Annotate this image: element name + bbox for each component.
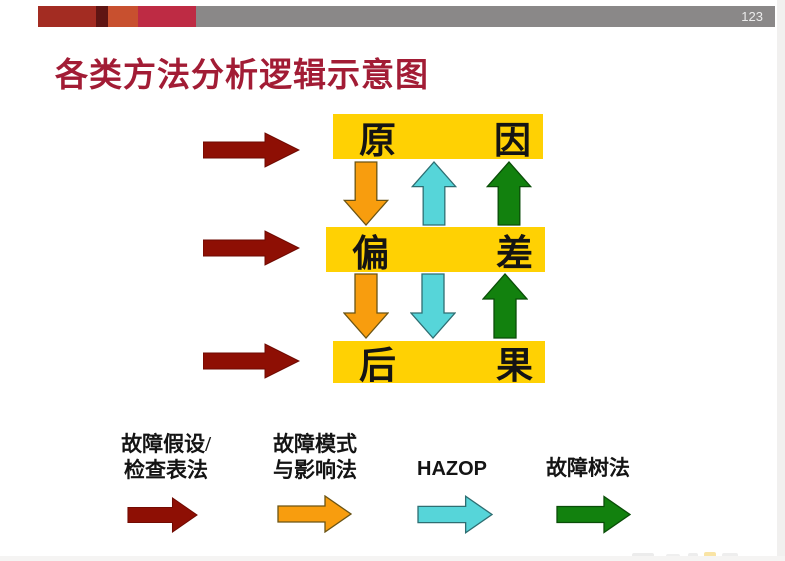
cause-box: 原 因 — [333, 114, 543, 162]
right-arrow-to-consequence-icon — [203, 343, 300, 379]
consequence-box-right-char: 果 — [496, 346, 533, 387]
legend-label-hazop: HAZOP — [417, 458, 487, 480]
header-bar: 123 — [38, 6, 775, 27]
legend-label-fault-tree: 故障树法 — [546, 456, 630, 480]
accent-square-2 — [96, 6, 108, 27]
legend-green-arrow-icon — [556, 495, 631, 534]
legend-label-fmea: 故障模式 与影响法 — [273, 432, 357, 482]
accent-square-3 — [108, 6, 138, 27]
orange-down-arrow-2-icon — [343, 273, 389, 339]
slide-title: 各类方法分析逻辑示意图 — [55, 58, 429, 94]
cause-box-left-char: 原 — [359, 120, 396, 162]
legend-cyan-arrow-icon — [417, 495, 493, 534]
consequence-box: 后 果 — [333, 341, 545, 387]
legend-label-what-if-checklist: 故障假设/ 检查表法 — [121, 432, 211, 482]
scan-edge-right — [777, 0, 785, 561]
right-arrow-to-cause-icon — [203, 132, 300, 168]
cyan-down-arrow-2-icon — [410, 273, 456, 339]
consequence-box-left-char: 后 — [359, 346, 396, 387]
accent-square-1 — [38, 6, 96, 27]
green-up-arrow-2-icon — [482, 273, 528, 339]
deviation-box-left-char: 偏 — [352, 233, 389, 275]
legend-orange-arrow-icon — [277, 495, 352, 533]
page-number: 123 — [741, 9, 763, 24]
green-up-arrow-1-icon — [486, 161, 532, 226]
legend-maroon-arrow-icon — [127, 497, 198, 533]
deviation-box: 偏 差 — [326, 227, 545, 275]
right-arrow-to-deviation-icon — [203, 230, 300, 266]
scan-edge-bottom — [0, 556, 785, 561]
cause-box-right-char: 因 — [494, 120, 531, 162]
orange-down-arrow-1-icon — [343, 161, 389, 226]
accent-square-4 — [138, 6, 196, 27]
deviation-box-right-char: 差 — [496, 233, 533, 275]
cyan-up-arrow-1-icon — [411, 161, 457, 226]
